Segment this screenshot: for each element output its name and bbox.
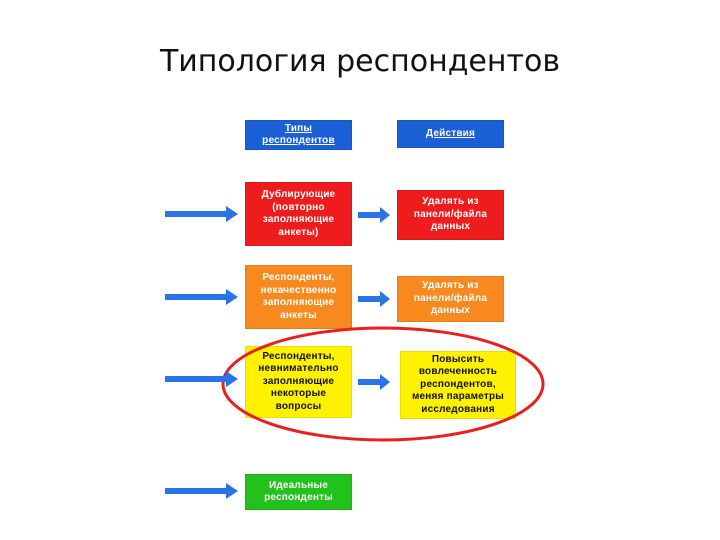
action-arrow-1 — [358, 207, 390, 223]
type-label-inattentive: Респонденты, невнимательно заполняющие н… — [258, 350, 339, 412]
action-label-remove-2: Удалять из панели/файла данных — [413, 280, 488, 317]
input-arrow-2 — [165, 289, 238, 305]
type-box-low-quality: Респонденты, некачественно заполняющие а… — [245, 265, 352, 329]
action-box-remove-2: Удалять из панели/файла данных — [397, 276, 504, 322]
type-label-low-quality: Респонденты, некачественно заполняющие а… — [260, 272, 337, 321]
header-types-box: Типы респондентов — [245, 120, 352, 150]
input-arrow-1 — [165, 206, 238, 222]
action-arrow-3 — [358, 374, 390, 390]
header-types-label: Типы респондентов — [262, 122, 335, 147]
type-box-duplicating: Дублирующие (повторно заполняющие анкеты… — [245, 182, 352, 246]
action-box-engage: Повысить вовлеченность респондентов, мен… — [400, 351, 516, 419]
action-label-engage: Повысить вовлеченность респондентов, мен… — [411, 353, 505, 415]
input-arrow-3 — [165, 371, 238, 387]
input-arrow-4 — [165, 483, 238, 499]
slide-title: Типология респондентов — [159, 44, 561, 79]
action-label-remove-1: Удалять из панели/файла данных — [413, 196, 488, 233]
type-label-ideal: Идеальные респонденты — [264, 479, 333, 504]
action-box-remove-1: Удалять из панели/файла данных — [397, 190, 504, 240]
type-box-inattentive: Респонденты, невнимательно заполняющие н… — [245, 346, 352, 418]
action-arrow-2 — [358, 291, 390, 307]
highlight-ellipse — [221, 326, 545, 442]
type-label-duplicating: Дублирующие (повторно заполняющие анкеты… — [261, 189, 336, 238]
header-actions-label: Действия — [425, 127, 476, 139]
type-box-ideal: Идеальные респонденты — [245, 474, 352, 510]
header-actions-box: Действия — [397, 120, 504, 148]
